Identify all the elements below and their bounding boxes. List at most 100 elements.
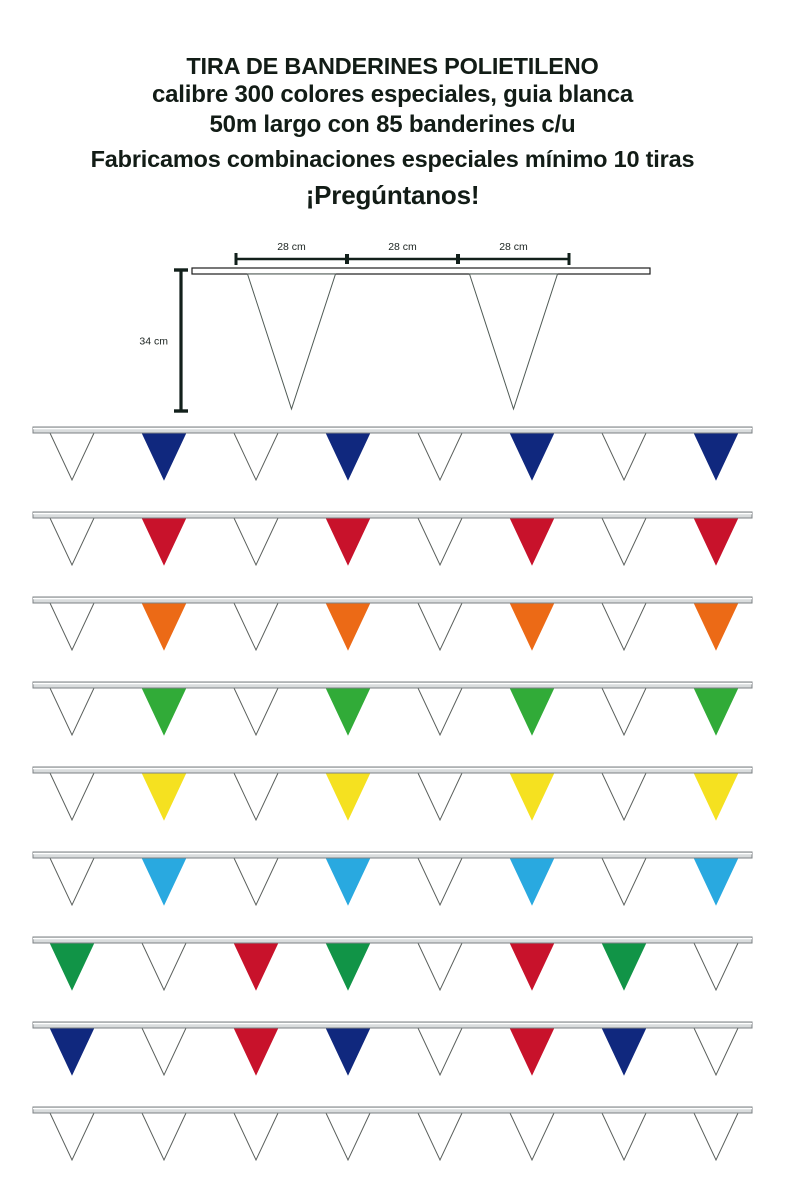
pennant-flag-mexican-green bbox=[601, 941, 647, 991]
pennant-flag-green bbox=[325, 686, 371, 736]
cta-ask-us: ¡Pregúntanos! bbox=[305, 180, 480, 210]
row-all-white bbox=[0, 1098, 785, 1183]
pennant-flag-white bbox=[232, 771, 280, 822]
row-blue-white-red-svg bbox=[32, 1021, 753, 1077]
row-green-white bbox=[0, 673, 785, 758]
row-red-white-svg bbox=[32, 511, 753, 567]
pennant-flag-navy bbox=[509, 431, 555, 481]
pennant-flag-white bbox=[600, 431, 648, 482]
pennant-flag-white bbox=[48, 431, 96, 482]
row-green-white-svg bbox=[32, 681, 753, 737]
row-navy-white bbox=[0, 418, 785, 503]
pennant-flag-cyan bbox=[141, 856, 187, 906]
pennant-flag-red bbox=[509, 1026, 555, 1076]
pennant-flag-white bbox=[416, 431, 464, 482]
row-cyan-white-svg bbox=[32, 851, 753, 907]
row-red-white bbox=[0, 503, 785, 588]
pennant-flag-white bbox=[508, 1111, 556, 1162]
pennant-flag-white bbox=[324, 1111, 372, 1162]
guide-rope bbox=[32, 426, 753, 434]
pennant-flag-white bbox=[600, 516, 648, 567]
diagram-guide-rope bbox=[191, 267, 651, 275]
pennant-flag-white bbox=[600, 1111, 648, 1162]
pennant-flag-red bbox=[233, 1026, 279, 1076]
pennant-flag-white bbox=[416, 1111, 464, 1162]
row-navy-white-svg bbox=[32, 426, 753, 482]
pennant-flag-white bbox=[232, 516, 280, 567]
pennant-flag-red bbox=[509, 516, 555, 566]
guide-rope bbox=[32, 511, 753, 519]
pennant-flag-white bbox=[232, 601, 280, 652]
subtitle-gauge-colors: calibre 300 colores especiales, guia bla… bbox=[152, 81, 633, 108]
guide-rope bbox=[32, 936, 753, 944]
pennant-flag-yellow bbox=[141, 771, 187, 821]
subtitle-length-count: 50m largo con 85 banderines c/u bbox=[209, 111, 576, 138]
pennant-flag-yellow bbox=[509, 771, 555, 821]
pennant-flag-mexican-green bbox=[325, 941, 371, 991]
pennant-flag-white bbox=[416, 601, 464, 652]
pennant-flag-red bbox=[325, 516, 371, 566]
diagram-label-group: 28 cm 28 cm 28 cm 34 cm bbox=[139, 241, 528, 348]
pennant-flag-white bbox=[140, 941, 188, 992]
measurement-diagram: 28 cm 28 cm 28 cm 34 cm bbox=[0, 238, 785, 418]
row-blue-white-red bbox=[0, 1013, 785, 1098]
pennant-flag-yellow bbox=[325, 771, 371, 821]
pennant-flag-green bbox=[693, 686, 739, 736]
pennant-flag-white bbox=[232, 431, 280, 482]
pennant-flag-navy bbox=[601, 1026, 647, 1076]
pennant-flag-white bbox=[48, 771, 96, 822]
pennant-flag-navy bbox=[49, 1026, 95, 1076]
pennant-flag-navy bbox=[325, 431, 371, 481]
row-all-white-svg bbox=[32, 1106, 753, 1162]
guide-rope bbox=[32, 766, 753, 774]
pennant-flag-mexican-green bbox=[49, 941, 95, 991]
pennant-flag-red bbox=[141, 516, 187, 566]
pennant-flag-navy bbox=[693, 431, 739, 481]
pennant-flag-white bbox=[692, 1026, 740, 1077]
pennant-flag-red bbox=[693, 516, 739, 566]
pennant-flag-white bbox=[48, 601, 96, 652]
span-dimension-label: 28 cm bbox=[277, 241, 306, 253]
pennant-flag-cyan bbox=[693, 856, 739, 906]
page-title: TIRA DE BANDERINES POLIETILENO bbox=[186, 53, 599, 79]
pennant-flag-white bbox=[48, 516, 96, 567]
pennant-flag-mexican-red bbox=[509, 941, 555, 991]
pennant-flag-orange bbox=[693, 601, 739, 651]
pennant-flag-cyan bbox=[509, 856, 555, 906]
diagram-pennant bbox=[246, 273, 337, 411]
pennant-flag-orange bbox=[141, 601, 187, 651]
promo-custom-combinations: Fabricamos combinaciones especiales míni… bbox=[90, 146, 695, 172]
row-yellow-white-svg bbox=[32, 766, 753, 822]
pennant-flag-white bbox=[416, 771, 464, 822]
pennant-flag-white bbox=[140, 1111, 188, 1162]
header-text-block: TIRA DE BANDERINES POLIETILENO calibre 3… bbox=[0, 0, 785, 212]
pennant-flag-white bbox=[232, 1111, 280, 1162]
guide-rope bbox=[32, 1106, 753, 1114]
row-orange-white-svg bbox=[32, 596, 753, 652]
pennant-flag-cyan bbox=[325, 856, 371, 906]
drop-dimension-label: 34 cm bbox=[139, 336, 168, 348]
bunting-rows-area bbox=[0, 418, 785, 1200]
pennant-flag-white bbox=[416, 516, 464, 567]
pennant-flag-yellow bbox=[693, 771, 739, 821]
pennant-flag-white bbox=[416, 1026, 464, 1077]
pennant-flag-navy bbox=[325, 1026, 371, 1076]
span-dimension-label: 28 cm bbox=[388, 241, 417, 253]
pennant-flag-white bbox=[600, 601, 648, 652]
diagram-dimension-group bbox=[174, 253, 571, 413]
span-dimension-label: 28 cm bbox=[499, 241, 528, 253]
pennant-flag-orange bbox=[509, 601, 555, 651]
row-mexican-tricolor bbox=[0, 928, 785, 1013]
guide-rope bbox=[32, 851, 753, 859]
pennant-flag-white bbox=[692, 1111, 740, 1162]
pennant-flag-white bbox=[416, 941, 464, 992]
pennant-flag-white bbox=[600, 856, 648, 907]
diagram-pennant-group bbox=[246, 273, 559, 411]
pennant-flag-navy bbox=[141, 431, 187, 481]
pennant-flag-white bbox=[48, 1111, 96, 1162]
pennant-flag-white bbox=[140, 1026, 188, 1077]
pennant-flag-white bbox=[600, 771, 648, 822]
pennant-flag-white bbox=[600, 686, 648, 737]
guide-rope bbox=[32, 1021, 753, 1029]
pennant-flag-white bbox=[416, 686, 464, 737]
